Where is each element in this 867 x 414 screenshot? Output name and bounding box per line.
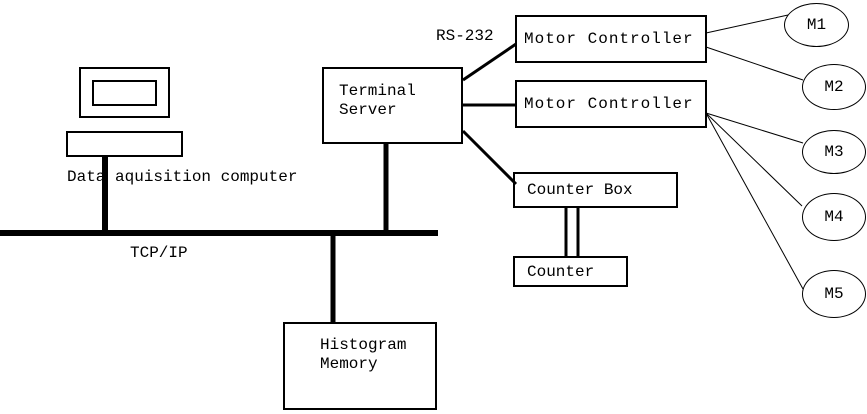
terminal-server-to-motor-controller-top-line	[462, 42, 517, 82]
monitor-screen-icon	[92, 80, 157, 106]
motor-controller-top-box: Motor Controller	[515, 15, 707, 63]
terminal-server-box: Terminal Server	[322, 67, 463, 144]
motor-controller-bottom-label: Motor Controller	[524, 95, 694, 113]
monitor-icon	[79, 67, 170, 118]
terminal-server-label-line2: Server	[339, 101, 397, 119]
motor-node-m3: M3	[802, 130, 866, 174]
histogram-memory-label-line1: Histogram	[320, 336, 407, 354]
rs-232-label: RS-232	[436, 27, 494, 45]
motor-node-m5: M5	[802, 270, 866, 318]
motor-controller-bottom-to-m4-line	[705, 112, 803, 207]
counter-box-box: Counter Box	[513, 172, 678, 208]
histogram-memory-box: Histogram Memory	[283, 322, 437, 410]
counter-box: Counter	[513, 256, 628, 287]
motor-controller-bottom-to-m3-line	[705, 112, 804, 144]
histogram-memory-label-line2: Memory	[320, 355, 378, 373]
motor-node-m1: M1	[784, 3, 849, 47]
counter-box-label: Counter Box	[527, 181, 633, 199]
motor-m3-label: M3	[824, 143, 844, 161]
motor-m4-label: M4	[824, 208, 844, 226]
motor-m2-label: M2	[824, 78, 844, 96]
motor-node-m2: M2	[802, 64, 866, 110]
tcp-ip-label: TCP/IP	[130, 244, 188, 262]
motor-node-m4: M4	[802, 193, 866, 241]
motor-controller-bottom-box: Motor Controller	[515, 80, 707, 128]
motor-controller-bottom-to-m5-line	[705, 112, 804, 290]
keyboard-icon	[66, 131, 183, 157]
motor-controller-top-to-m2-line	[705, 46, 804, 81]
motor-m1-label: M1	[806, 16, 827, 34]
motor-controller-top-label: Motor Controller	[524, 30, 694, 48]
counter-label: Counter	[527, 262, 595, 281]
terminal-server-to-counter-box-line	[461, 129, 518, 186]
terminal-server-label-line1: Terminal	[339, 82, 416, 100]
motor-controller-top-to-m1-line	[705, 14, 789, 34]
motor-m5-label: M5	[824, 285, 844, 303]
data-acquisition-computer-label: Data aquisition computer	[67, 168, 298, 186]
